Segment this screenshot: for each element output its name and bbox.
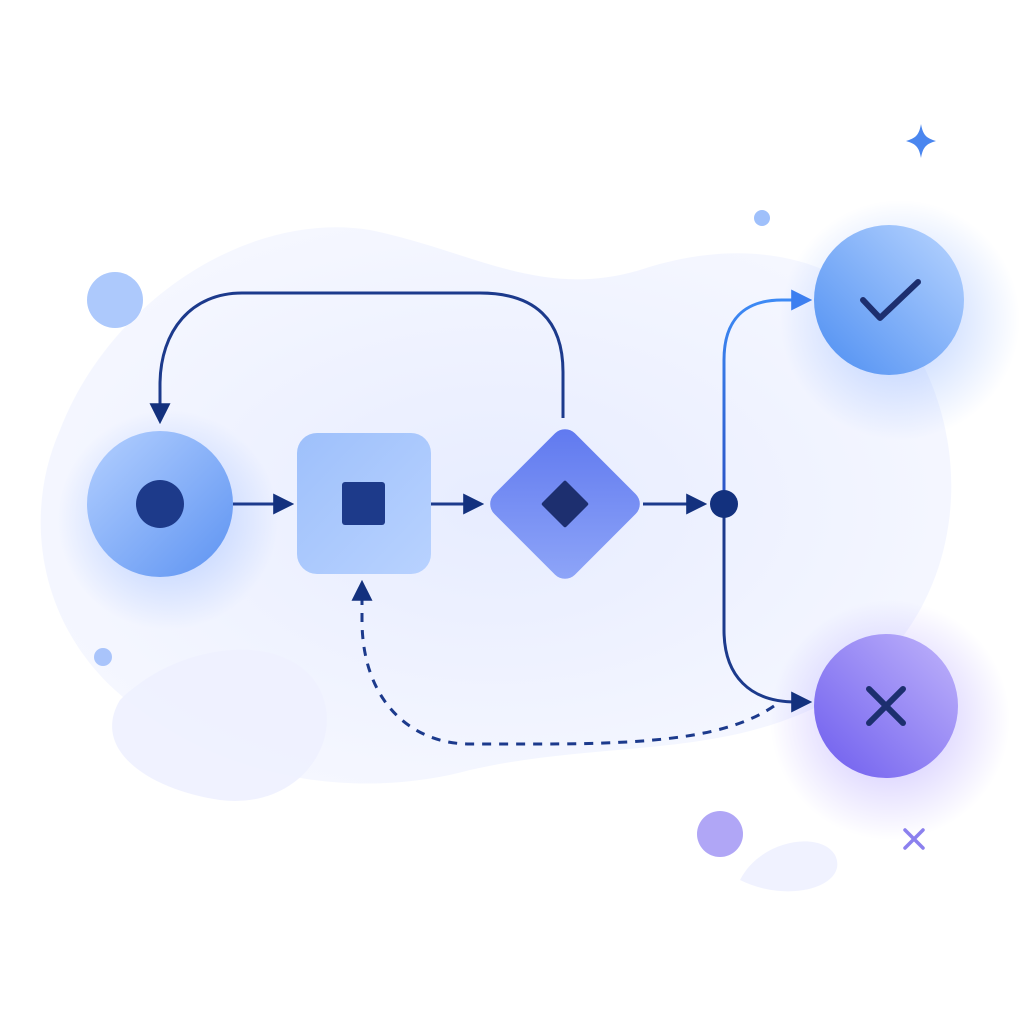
start-node <box>87 431 233 577</box>
junction-to-failure-branch <box>722 504 813 713</box>
bubble-upper-left <box>87 272 143 328</box>
checkmark-icon <box>860 279 921 321</box>
sparkle-icon <box>906 124 936 158</box>
bubble-small-top <box>754 210 770 226</box>
small-x-icon <box>903 828 925 850</box>
stop-square-icon <box>342 482 385 525</box>
x-mark-icon <box>866 686 906 726</box>
background-blob-lower-right <box>740 841 838 892</box>
bubble-lower-violet <box>697 811 743 857</box>
failure-node <box>814 634 958 778</box>
success-node <box>814 225 964 375</box>
loop-back-connector <box>149 291 565 425</box>
success-node-shape <box>814 225 964 375</box>
retry-dashed-connector <box>351 579 775 746</box>
decorations <box>87 124 936 857</box>
background-blob-lower-left <box>112 649 327 801</box>
decision-node <box>490 429 640 579</box>
connectors <box>149 289 813 746</box>
process-node <box>297 433 431 574</box>
bubble-small-left <box>94 648 112 666</box>
small-diamond-icon <box>541 480 589 528</box>
record-dot-icon <box>136 480 184 528</box>
junction-node <box>710 490 738 518</box>
junction-to-success-branch <box>722 289 813 504</box>
